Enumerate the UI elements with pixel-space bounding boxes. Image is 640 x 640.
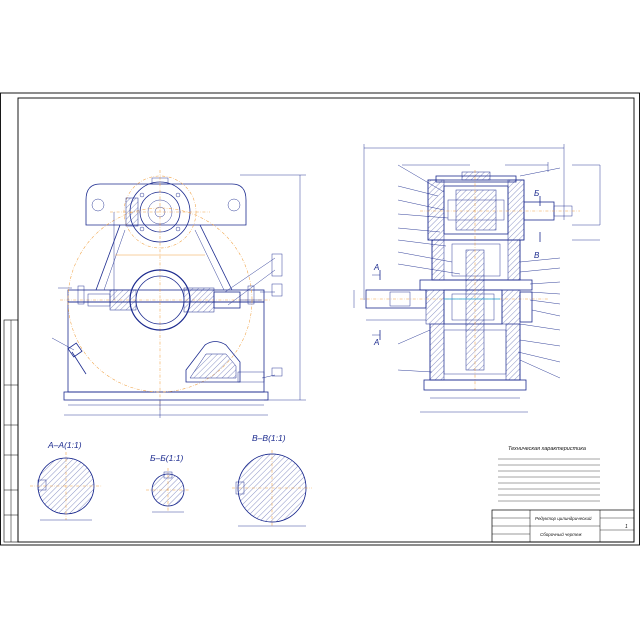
side-section-view	[353, 144, 601, 413]
title-name-line2: Сборочный чертеж	[540, 531, 582, 537]
title-block: Редуктор цилиндрический Сборочный чертеж…	[491, 509, 635, 543]
section-c-label: В–В(1:1)	[252, 433, 286, 443]
section-c: В–В(1:1)	[232, 433, 312, 527]
title-sheet-number: 1	[625, 524, 628, 530]
front-view	[51, 170, 306, 418]
section-b: Б–Б(1:1)	[146, 453, 190, 513]
tech-spec-title: Техническая характеристика	[508, 446, 586, 452]
section-b-label: Б–Б(1:1)	[150, 453, 183, 463]
cut-mark-b: Б	[534, 189, 539, 198]
binding-strip	[3, 319, 19, 543]
section-a-label: A–A(1:1)	[47, 440, 82, 450]
title-name-line1: Редуктор цилиндрический	[535, 515, 592, 521]
tech-spec: Техническая характеристика	[498, 446, 600, 502]
cut-mark-a-bottom: A	[373, 338, 379, 347]
cut-mark-v: В	[534, 251, 540, 260]
cut-mark-a-top: A	[373, 263, 379, 272]
section-a: A–A(1:1)	[30, 440, 102, 521]
drawing-frame	[17, 97, 635, 543]
